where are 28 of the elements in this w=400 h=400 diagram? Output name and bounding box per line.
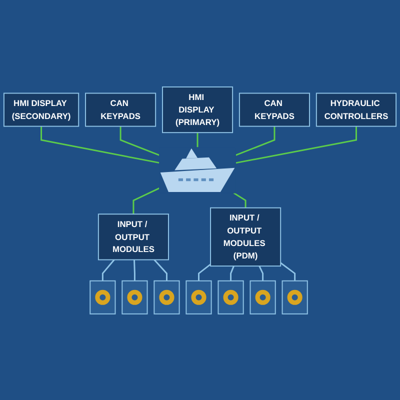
node-box: CAN KEYPADS — [238, 92, 310, 126]
node-picture — [122, 280, 148, 314]
node-box: HMI DISPLAY (PRIMARY) — [162, 86, 234, 133]
connector — [280, 262, 296, 280]
node-picture — [186, 280, 212, 314]
connector — [233, 192, 246, 208]
node-box: INPUT / OUTPUT MODULES — [98, 213, 169, 260]
node-box: INPUT / OUTPUT MODULES (PDM) — [210, 206, 282, 266]
node-box: HYDRAULIC CONTROLLERS — [316, 92, 397, 126]
connector — [154, 258, 168, 280]
connector — [40, 126, 160, 164]
connector — [120, 126, 160, 156]
connector — [230, 265, 234, 280]
connector — [132, 187, 160, 214]
connector — [134, 259, 136, 280]
node-picture — [154, 280, 180, 314]
connector — [198, 263, 211, 280]
node-picture — [250, 280, 276, 314]
node-picture — [90, 280, 116, 314]
connector — [102, 258, 115, 280]
node-picture — [218, 280, 244, 314]
connector — [258, 265, 264, 280]
node-picture — [282, 280, 308, 314]
connector — [236, 126, 357, 164]
node-box: HMI DISPLAY (SECONDARY) — [3, 92, 80, 126]
node-box: CAN KEYPADS — [85, 92, 156, 126]
connector — [235, 126, 276, 156]
connector — [196, 132, 198, 147]
